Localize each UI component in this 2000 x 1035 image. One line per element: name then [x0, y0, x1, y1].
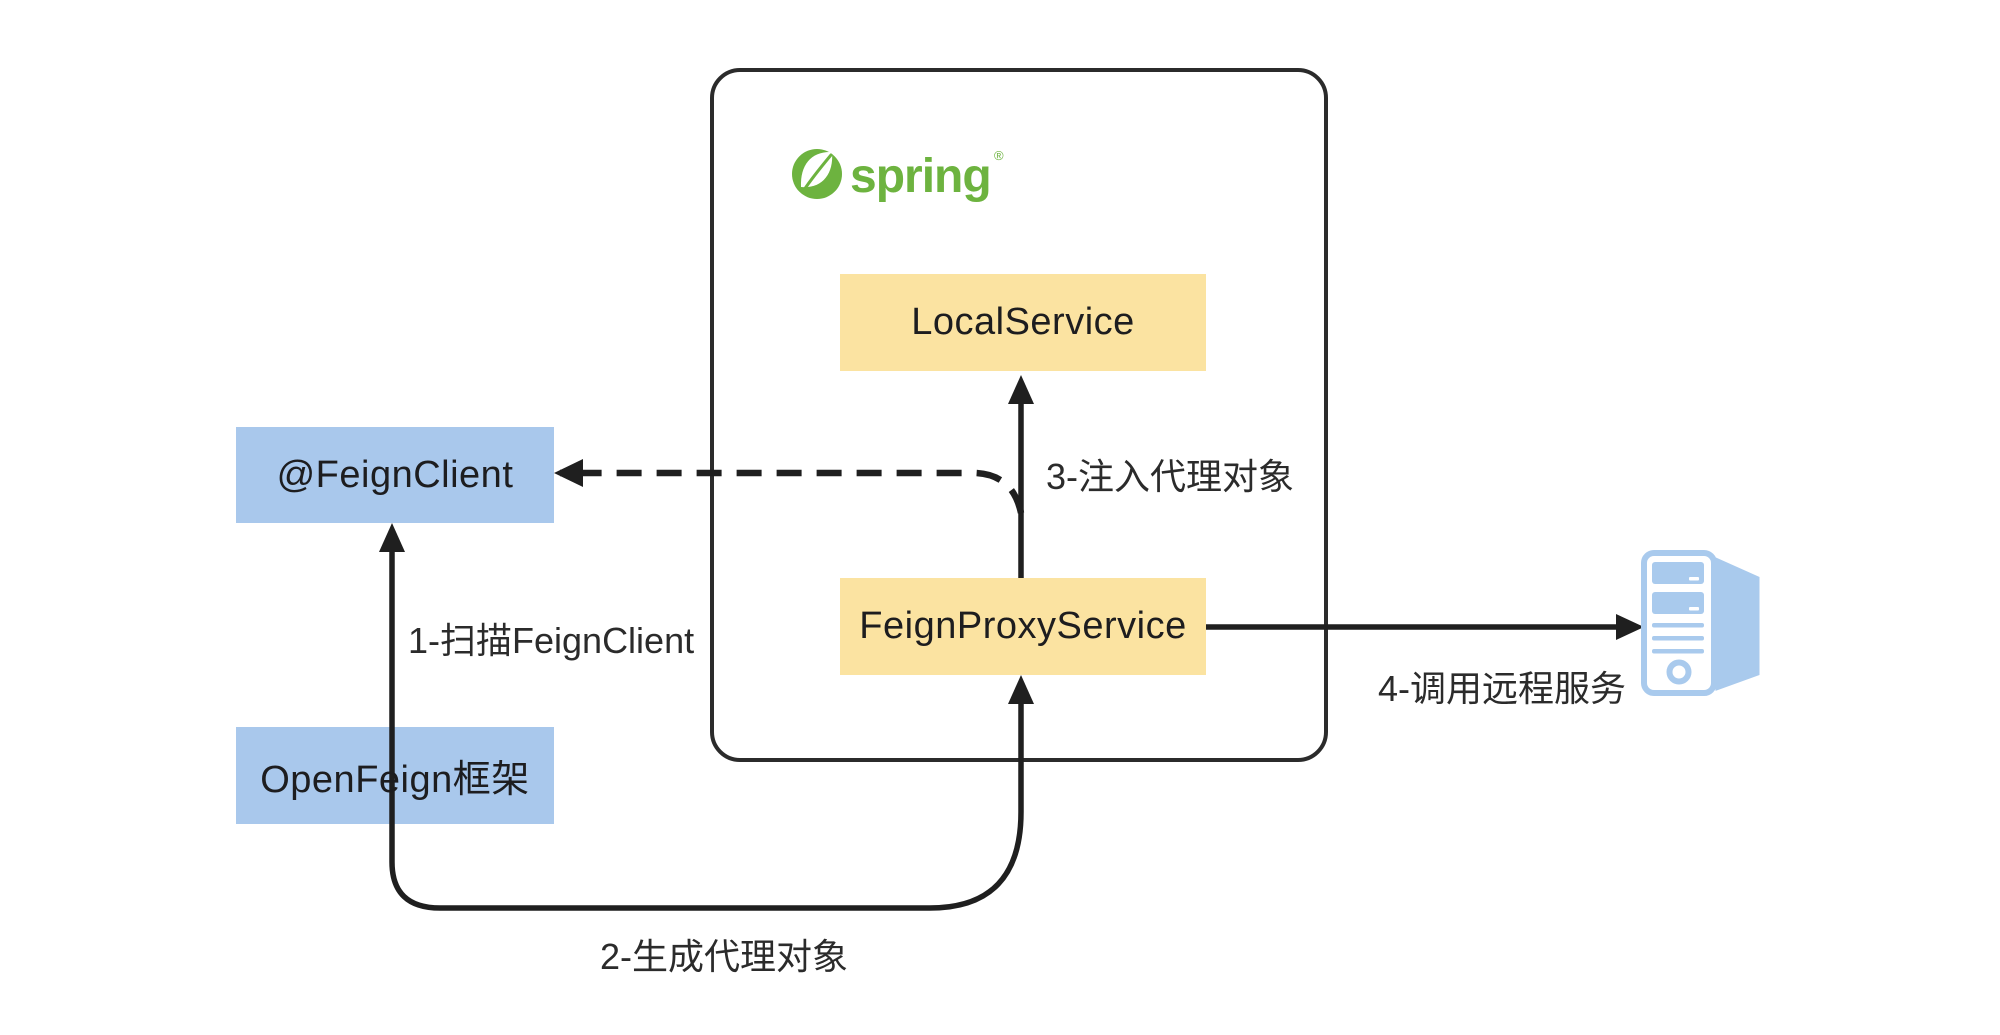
step4-label: 4-调用远程服务 — [1378, 668, 1627, 709]
openfeign-framework-label: OpenFeign框架 — [260, 759, 530, 801]
spring-wordmark: spring — [850, 150, 991, 203]
feign-client-label: @FeignClient — [276, 453, 514, 496]
arrowhead-step1 — [379, 523, 405, 552]
server-icon — [1641, 550, 1763, 696]
arrowhead-inject — [554, 459, 583, 487]
step2-label: 2-生成代理对象 — [600, 936, 849, 977]
spring-leaf-icon — [792, 149, 842, 199]
local-service-box: LocalService — [840, 274, 1206, 371]
local-service-label: LocalService — [911, 301, 1135, 343]
spring-trademark: ® — [994, 148, 1004, 163]
spring-logo: spring ® — [792, 148, 1004, 203]
step3-label: 3-注入代理对象 — [1046, 456, 1295, 497]
openfeign-framework-box: OpenFeign框架 — [236, 727, 554, 824]
step1-label: 1-扫描FeignClient — [408, 620, 695, 661]
feign-proxy-service-label: FeignProxyService — [859, 605, 1187, 647]
feign-client-box: @FeignClient — [236, 427, 554, 523]
feign-proxy-service-box: FeignProxyService — [840, 578, 1206, 675]
